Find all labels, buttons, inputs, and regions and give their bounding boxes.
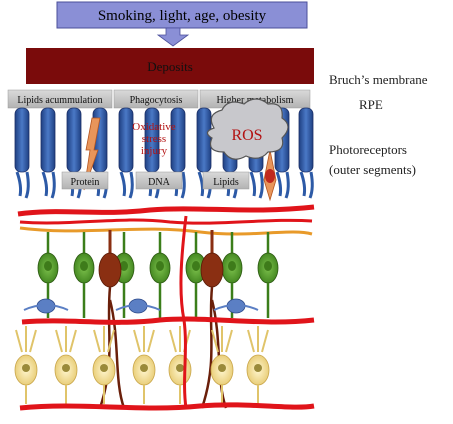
oxidative-stress-line3: injury xyxy=(141,145,168,157)
ganglion-dendrite xyxy=(169,326,191,353)
vessel-vertical xyxy=(179,215,188,409)
bipolar-nucleus xyxy=(44,261,52,271)
ganglion-dendrite xyxy=(211,326,233,353)
vessel-upper-2 xyxy=(19,218,313,225)
process-lipids-label: Lipids acummulation xyxy=(17,95,102,106)
bipolar-nucleus xyxy=(156,261,164,271)
vessel-middle xyxy=(21,316,315,325)
rpe-label: RPE xyxy=(359,97,383,112)
amacrine-process xyxy=(115,304,161,311)
ganglion-nucleus xyxy=(218,364,226,372)
photoreceptor-outer-segment xyxy=(40,107,56,173)
vessel-lower xyxy=(19,402,315,411)
target-lipids-label: Lipids xyxy=(213,177,239,188)
neural-layers xyxy=(14,226,313,409)
bipolar-nucleus xyxy=(228,261,236,271)
ganglion-nucleus xyxy=(100,364,108,372)
oxidative-stress-line2: stress xyxy=(142,133,166,145)
photoreceptor-stem xyxy=(41,171,56,199)
photoreceptor-outer-segment xyxy=(66,107,82,173)
bruch-membrane-label: Bruch’s membrane xyxy=(329,72,428,87)
photoreceptor-stem xyxy=(119,171,134,199)
bipolar-nucleus xyxy=(120,261,128,271)
photoreceptors-label-2: (outer segments) xyxy=(329,162,416,177)
photoreceptor-outer-segment xyxy=(14,107,30,173)
risk-factors-box xyxy=(56,1,308,29)
vessel-upper xyxy=(17,204,315,217)
ganglion-nucleus xyxy=(254,364,262,372)
target-dna-label: DNA xyxy=(148,177,170,188)
ros-label: ROS xyxy=(231,127,262,144)
down-arrow-icon xyxy=(156,27,190,47)
amacrine-process xyxy=(213,304,259,311)
amacrine-process xyxy=(23,304,69,311)
bipolar-nucleus xyxy=(192,261,200,271)
fiber-layer xyxy=(19,226,313,236)
photoreceptor-outer-segment xyxy=(196,107,212,173)
ganglion-nucleus xyxy=(176,364,184,372)
ganglion-nucleus xyxy=(140,364,148,372)
bipolar-nucleus xyxy=(264,261,272,271)
photoreceptor-outer-segment xyxy=(118,107,134,173)
deposits-bar xyxy=(26,48,314,84)
ros-cloud xyxy=(206,98,289,160)
risk-factors-text: Smoking, light, age, obesity xyxy=(98,8,267,24)
photoreceptor-stem xyxy=(299,171,314,199)
ganglion-nucleus xyxy=(62,364,70,372)
photoreceptor-stem xyxy=(249,171,264,199)
photoreceptor-stem xyxy=(275,171,290,199)
stressed-nucleus xyxy=(265,169,275,183)
brown-cell xyxy=(200,252,224,288)
target-band xyxy=(61,171,250,190)
photoreceptor-outer-segment xyxy=(170,107,186,173)
photoreceptor-stem xyxy=(15,171,30,199)
photoreceptor-outer-segment xyxy=(298,107,314,173)
ganglion-dendrite xyxy=(15,326,37,353)
rpe-cells xyxy=(14,107,314,202)
ganglion-nucleus xyxy=(22,364,30,372)
oxidative-stress-line1: Oxidative xyxy=(132,121,175,133)
deposits-label: Deposits xyxy=(147,59,193,74)
process-phagocytosis-label: Phagocytosis xyxy=(130,95,183,106)
ganglion-dendrite xyxy=(247,326,269,353)
target-protein-label: Protein xyxy=(71,177,100,188)
bipolar-nucleus xyxy=(80,261,88,271)
brown-cell xyxy=(98,252,122,288)
ganglion-dendrite xyxy=(93,326,115,353)
ganglion-dendrite xyxy=(55,326,77,353)
blood-vessels xyxy=(17,204,315,411)
ganglion-dendrite xyxy=(133,326,155,353)
photoreceptors-label-1: Photoreceptors xyxy=(329,142,407,157)
